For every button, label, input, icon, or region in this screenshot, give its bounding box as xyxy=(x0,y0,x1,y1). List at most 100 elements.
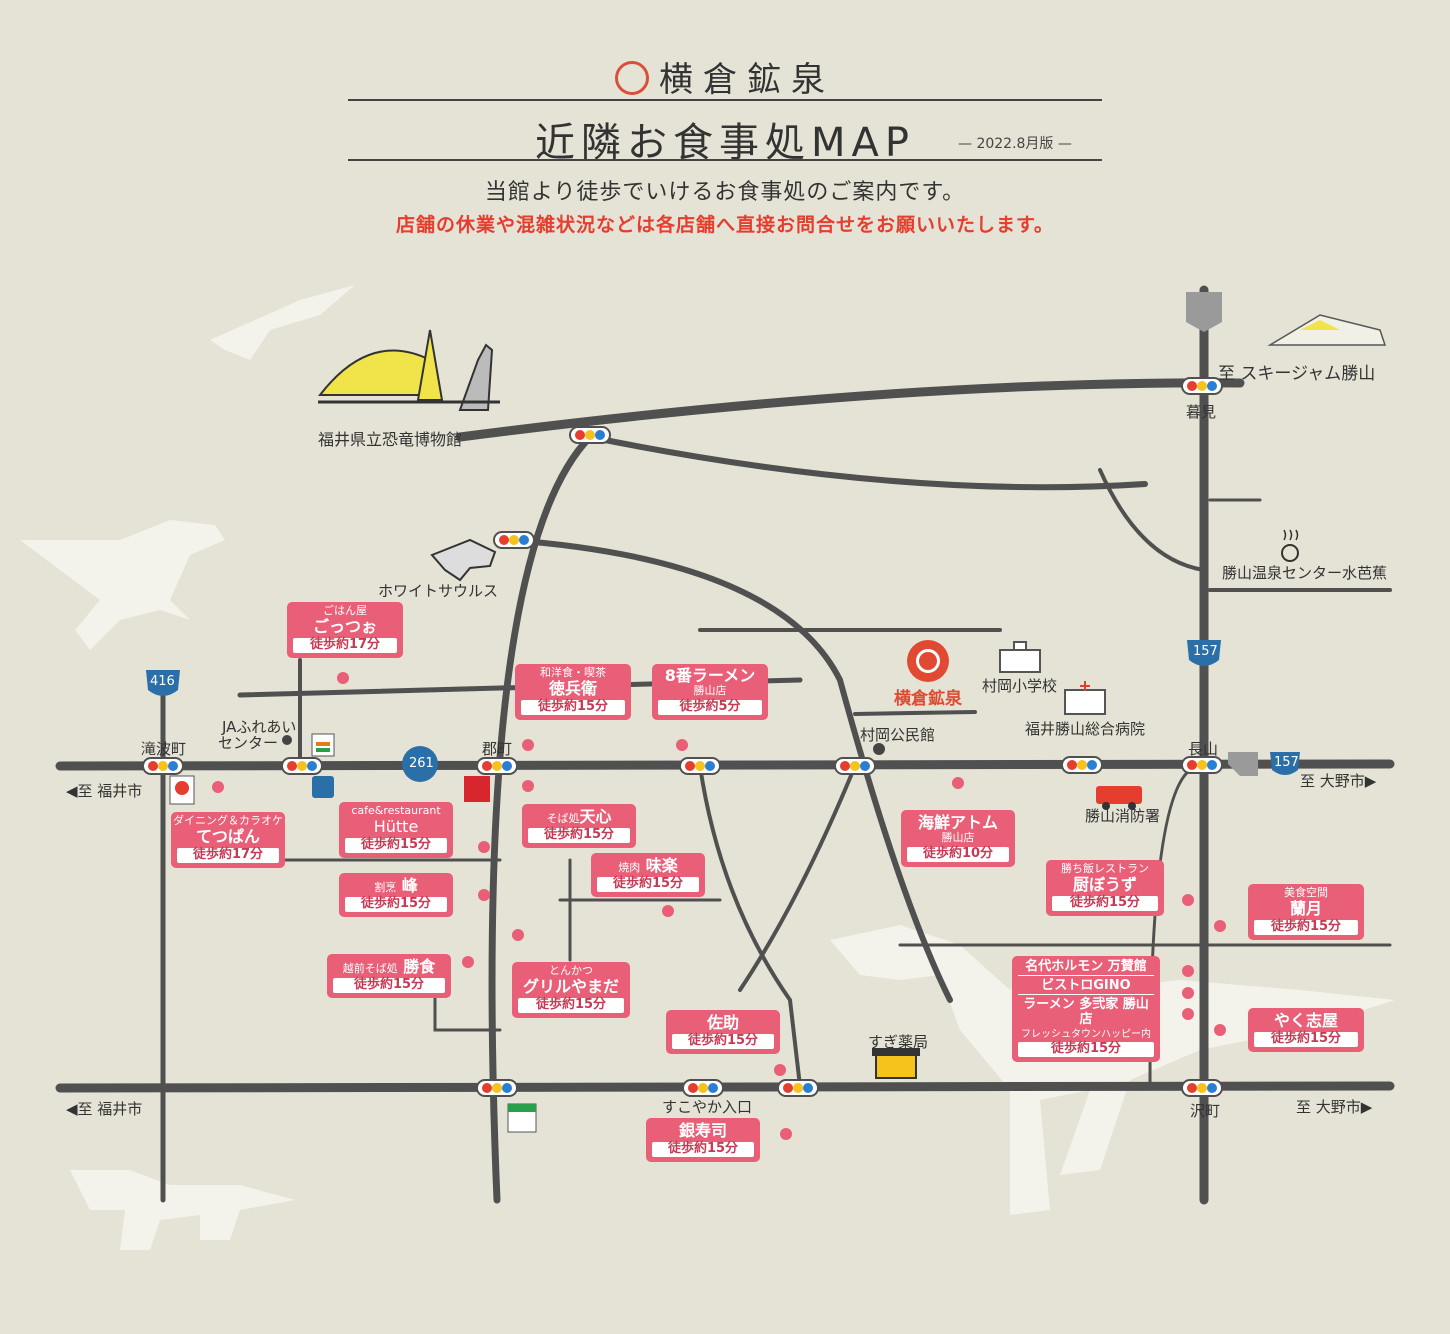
traffic-signal-icon xyxy=(679,757,721,775)
pin-group-1 xyxy=(1182,965,1194,977)
fire-station-icon xyxy=(1096,786,1142,810)
restaurant-category: そば処 xyxy=(546,812,580,825)
pin-atom xyxy=(952,777,964,789)
restaurant-name: 蘭月 xyxy=(1289,898,1322,918)
restaurant-card: ごはん屋 ごっつぉ 徒歩約17分 xyxy=(287,602,403,658)
walk-time: 徒歩約15分 xyxy=(1254,1031,1358,1048)
pin-8ban xyxy=(676,739,688,751)
hospital-icon xyxy=(1064,681,1106,715)
label-sawamachi: 沢町 xyxy=(1190,1102,1221,1120)
drugstore-icon xyxy=(872,1048,920,1079)
pin-rangetsu xyxy=(1214,920,1226,932)
restaurant-card: とんかつ グリルやまだ 徒歩約15分 xyxy=(512,962,630,1018)
walk-time: 徒歩約10分 xyxy=(907,846,1009,862)
walk-time: 徒歩約15分 xyxy=(345,837,447,853)
route-416-shield-icon xyxy=(146,670,180,696)
highway-gate-icon xyxy=(1186,292,1258,776)
traffic-signals xyxy=(142,377,1223,1097)
route-157-shield-east-icon xyxy=(1270,752,1300,775)
walk-time: 徒歩約15分 xyxy=(518,997,624,1013)
route-261-shield-icon xyxy=(402,746,438,782)
school-icon xyxy=(999,641,1041,673)
restaurant-category: 割烹 xyxy=(374,881,397,894)
restaurant-card: 和洋食・喫茶 徳兵衛 徒歩約15分 xyxy=(515,664,631,720)
restaurant-branch: 勝山店 xyxy=(693,684,727,698)
pin-mine xyxy=(478,889,490,901)
restaurant-card: 佐助 徒歩約15分 xyxy=(666,1010,780,1055)
brand-logo-icon xyxy=(615,60,649,95)
header-rule-top xyxy=(348,99,1102,101)
label-drugstore: すぎ薬局 xyxy=(868,1033,929,1051)
direction-ono-2: 至 大野市▶ xyxy=(1296,1098,1373,1116)
pin-kominkan xyxy=(873,743,885,755)
hotel-marker: 横倉鉱泉 xyxy=(888,640,968,709)
restaurant-name: Hütte xyxy=(373,816,419,836)
ski-resort-icon xyxy=(1267,314,1387,346)
restaurant-card: 8番ラーメン 勝山店 徒歩約5分 xyxy=(652,664,768,720)
restaurant-card: cafe&restaurant Hütte 徒歩約15分 xyxy=(339,802,453,858)
road-small-6 xyxy=(738,764,857,992)
pin-group-2 xyxy=(1182,987,1194,999)
restaurant-category: とんかつ xyxy=(549,964,593,977)
label-kori: 郡町 xyxy=(482,740,513,758)
pin-ja xyxy=(282,735,292,745)
pin-tokubee xyxy=(522,739,534,751)
pin-ginzushi xyxy=(780,1128,792,1140)
traffic-signal-icon xyxy=(569,426,611,444)
walk-time: 徒歩約15分 xyxy=(1254,919,1358,935)
restaurant-category: 和洋食・喫茶 xyxy=(540,666,606,679)
pin-sasuke xyxy=(774,1064,786,1076)
label-nagayama: 長山 xyxy=(1188,740,1219,758)
dinosaur-skeletons xyxy=(20,285,1395,1250)
road-small-4 xyxy=(853,710,977,716)
pin-katsushoku xyxy=(462,956,474,968)
white-saurus-icon xyxy=(430,538,497,582)
road-north xyxy=(455,378,1245,442)
label-hospital: 福井勝山総合病院 xyxy=(1025,720,1146,738)
hot-spring-icon xyxy=(1281,529,1299,562)
road-central-curve xyxy=(507,537,953,1003)
traffic-signal-icon xyxy=(493,531,535,549)
pin-hutte xyxy=(478,841,490,853)
pin-bouzu xyxy=(1182,894,1194,906)
restaurant-name: やく志屋 xyxy=(1273,1011,1338,1030)
label-white-saurus: ホワイトサウルス xyxy=(378,582,499,600)
traffic-signal-icon xyxy=(476,757,518,775)
traffic-signal-icon xyxy=(1181,1079,1223,1097)
restaurant-name: てつぱん xyxy=(196,826,260,846)
restaurant-name: 味楽 xyxy=(645,856,678,875)
group-item: 名代ホルモン 万賛館 xyxy=(1018,956,1154,976)
restaurant-category: cafe&restaurant xyxy=(351,804,441,817)
walk-time: 徒歩約15分 xyxy=(333,977,445,994)
cosmo-oil-icon xyxy=(169,775,195,805)
brand-header: 横倉鉱泉 xyxy=(0,52,1450,101)
dinosaur-museum-icon xyxy=(317,329,500,411)
notice-text: 店舗の休業や混雑状況などは各店舗へ直接お問合せをお願いいたします。 xyxy=(395,214,1055,236)
restaurant-name: 8番ラーメン xyxy=(664,666,756,685)
walk-time: 徒歩約15分 xyxy=(1052,895,1158,911)
restaurant-name: 銀寿司 xyxy=(678,1121,727,1140)
pin-tetsupan xyxy=(212,781,224,793)
walk-time: 徒歩約15分 xyxy=(672,1033,774,1050)
traffic-signal-icon xyxy=(1181,756,1223,774)
walk-time: 徒歩約15分 xyxy=(597,876,699,893)
walk-time: 徒歩約17分 xyxy=(177,847,279,863)
direction-fukui-2: ◀至 福井市 xyxy=(66,1100,143,1118)
walk-time: 徒歩約15分 xyxy=(1018,1041,1154,1058)
restaurant-card: 海鮮アトム 勝山店 徒歩約10分 xyxy=(901,810,1015,867)
label-takinami: 滝波町 xyxy=(141,740,187,758)
triceratops-skeleton-icon xyxy=(70,1170,295,1250)
restaurant-card: やく志屋 徒歩約15分 xyxy=(1248,1008,1364,1053)
brand-name: 横倉鉱泉 xyxy=(659,60,835,100)
restaurant-category: 越前そば処 xyxy=(342,962,398,975)
road-south xyxy=(55,1081,1395,1093)
label-ja-1: JAふれあい xyxy=(222,718,297,736)
restaurant-card: 銀寿司 徒歩約15分 xyxy=(646,1118,760,1163)
traffic-signal-icon xyxy=(281,757,323,775)
restaurant-card: 美食空間 蘭月 徒歩約15分 xyxy=(1248,884,1364,940)
direction-ono-1: 至 大野市▶ xyxy=(1300,772,1377,790)
pin-yakushiya xyxy=(1214,1024,1226,1036)
restaurant-card: 割烹 峰 徒歩約15分 xyxy=(339,873,453,918)
road-small-5 xyxy=(698,764,802,1088)
label-dinosaur-museum: 福井県立恐竜博物館 xyxy=(318,430,463,449)
